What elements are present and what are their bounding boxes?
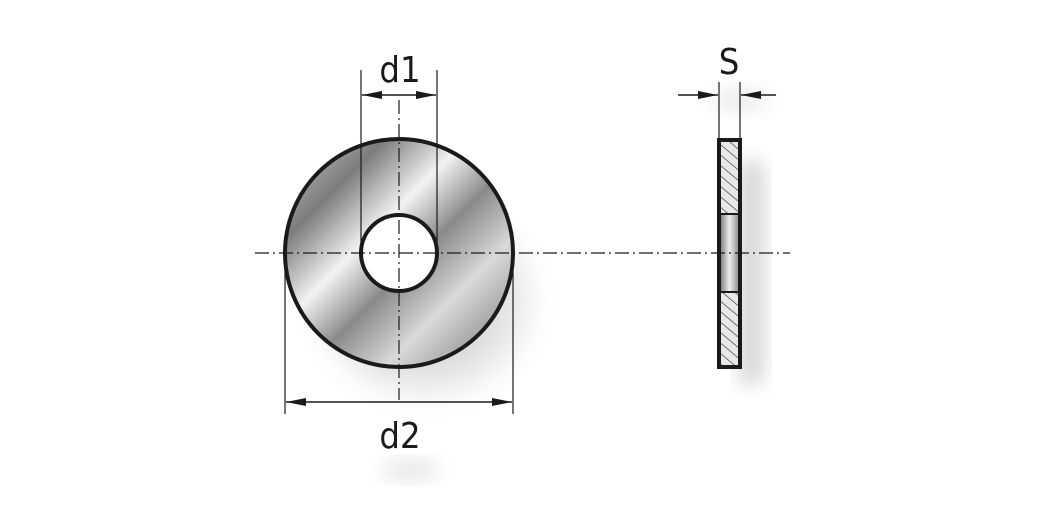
section-hatch-bottom xyxy=(720,292,739,366)
s-label: S xyxy=(719,42,740,83)
d2-label: d2 xyxy=(379,416,420,457)
section-hatch-top xyxy=(720,141,739,214)
d1-label: d1 xyxy=(379,50,420,91)
dimension-lines xyxy=(286,91,776,406)
center-lines xyxy=(255,100,790,400)
dimension-labels: d1 d2 S xyxy=(379,42,739,457)
extension-lines xyxy=(284,70,741,414)
